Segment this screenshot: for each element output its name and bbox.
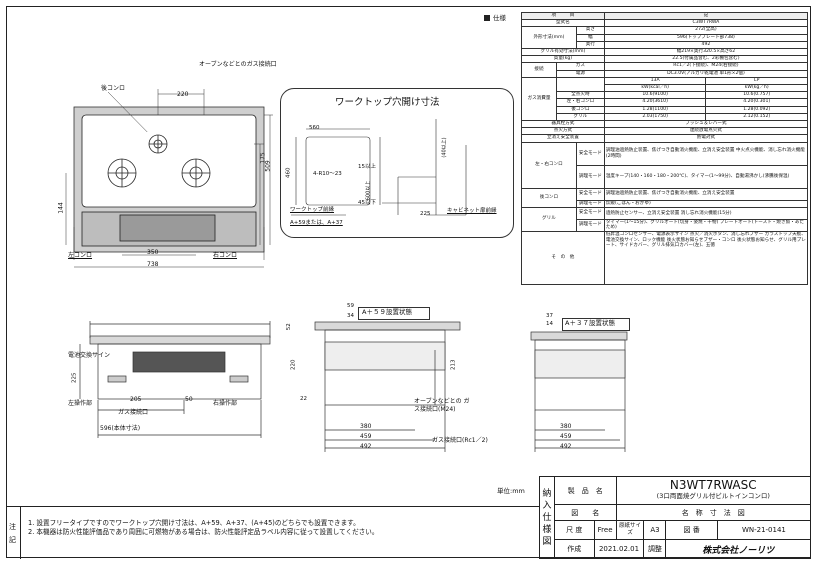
plan-dim-220: 220 xyxy=(177,91,189,98)
sideB-dim-380: 380 xyxy=(560,423,572,430)
sideA-gas-oven-label: オーブンなどとの ガス接続口(M24) xyxy=(414,398,470,413)
cutout-dim-560: 560 xyxy=(309,125,320,131)
front-dim-205: 205 xyxy=(130,396,142,403)
front-dim-596: 596(本体寸法) xyxy=(100,425,141,432)
note-1: 1. 設置フリータイプですのでワークトップ穴開け寸法は、A+59、A+37、(A… xyxy=(28,519,360,527)
right-burner-label: 右コンロ xyxy=(213,252,238,259)
product-name: (3口両面焼グリル付ビルトインコンロ) xyxy=(656,491,770,500)
worktop-front-label: ワークトップ前縁 xyxy=(290,207,335,213)
right-ops-label: 右操作部 xyxy=(213,400,238,407)
sideB-dim-459: 459 xyxy=(560,433,572,440)
sideA-dim-492: 492 xyxy=(360,443,372,450)
sideB-label: A＋３７設置状態 xyxy=(565,319,615,327)
sideB-dim-37: 37 xyxy=(546,313,553,319)
plan-gas-outlet-label: オーブンなどとのガス接続口 xyxy=(199,61,277,68)
cutout-dim-15: 15以上 xyxy=(358,164,376,170)
front-dim-50: 50 xyxy=(185,396,193,403)
company-logo: 株式会社ノーリツ xyxy=(665,539,811,559)
left-ops-label: 左操作部 xyxy=(68,400,93,407)
plan-dim-350: 350 xyxy=(147,249,159,256)
sideA-dim-52: 52 xyxy=(285,323,292,331)
cabinet-front-label: キャビネット扉前縁 xyxy=(447,208,497,214)
cutout-dim-225: 225 xyxy=(420,211,431,217)
cutout-note: A+59または、A+37 xyxy=(290,220,343,226)
sideA-gas-rc-label: ガス接続口(Rc1／2) xyxy=(432,437,488,444)
plan-dim-144: 144 xyxy=(57,202,65,214)
cutout-title: ワークトップ穴開け寸法 xyxy=(335,97,440,108)
sideA-label: A＋５９設置状態 xyxy=(362,308,412,316)
sideB-dim-492: 492 xyxy=(560,443,572,450)
cutout-drawing xyxy=(291,119,467,216)
back-burner-leader xyxy=(108,92,148,132)
product-code: N3WT7RWASC xyxy=(669,477,757,492)
sideB-dim-14: 14 xyxy=(546,321,553,327)
note-2: 2. 本機器は防火性能評価品であり周囲に可燃物がある場合は、防火性能評定品ラベル… xyxy=(28,528,379,536)
back-burner-label: 後コンロ xyxy=(101,85,126,92)
notes-label: 注記 xyxy=(9,523,16,544)
cutout-dim-45: 45以下 xyxy=(358,200,376,206)
title-block: 納入仕様図 製 品 名 N3WT7RWASC(3口両面焼グリル付ビルトインコンロ… xyxy=(539,476,812,559)
cutout-dim-r: 4-R10〜23 xyxy=(313,171,342,177)
sideA-dim-459: 459 xyxy=(360,433,372,440)
spec-marker-icon xyxy=(484,15,490,21)
cutout-dim-600: 600以上 xyxy=(365,180,372,201)
sideA-dim-34: 34 xyxy=(347,313,354,319)
sideA-dim-59: 59 xyxy=(347,303,354,309)
sideA-label-box xyxy=(358,307,430,320)
drawing-sheet xyxy=(6,6,811,558)
sideB-label-box xyxy=(562,318,630,331)
sideA-dim-380: 380 xyxy=(360,423,372,430)
sideA-dim-220: 220 xyxy=(290,359,297,371)
front-view xyxy=(79,321,271,438)
unit-label: 単位:mm xyxy=(497,487,525,495)
sideA-view xyxy=(314,321,461,452)
spec-heading: 仕様 xyxy=(493,14,506,22)
sideA-dim-213: 213 xyxy=(450,359,457,371)
plan-dim-738: 738 xyxy=(147,261,159,268)
notes-area: 注記 1. 設置フリータイプですのでワークトップ穴開け寸法は、A+59、A+37… xyxy=(6,506,539,559)
cutout-panel xyxy=(280,88,514,238)
battery-sign-label: 電池交換サイン xyxy=(68,352,111,359)
left-burner-label: 左コンロ xyxy=(68,252,93,259)
front-dim-225: 225 xyxy=(71,372,78,384)
plan-dim-509: 509 xyxy=(264,160,272,172)
front-gas-outlet-label: ガス接続口 xyxy=(118,409,149,416)
sideB-view xyxy=(530,331,628,452)
cutout-dim-460: 460 xyxy=(285,167,292,179)
sideA-dim-22: 22 xyxy=(300,396,307,402)
plan-view xyxy=(65,89,273,268)
cutout-dim-min: (40以上) xyxy=(441,137,448,158)
